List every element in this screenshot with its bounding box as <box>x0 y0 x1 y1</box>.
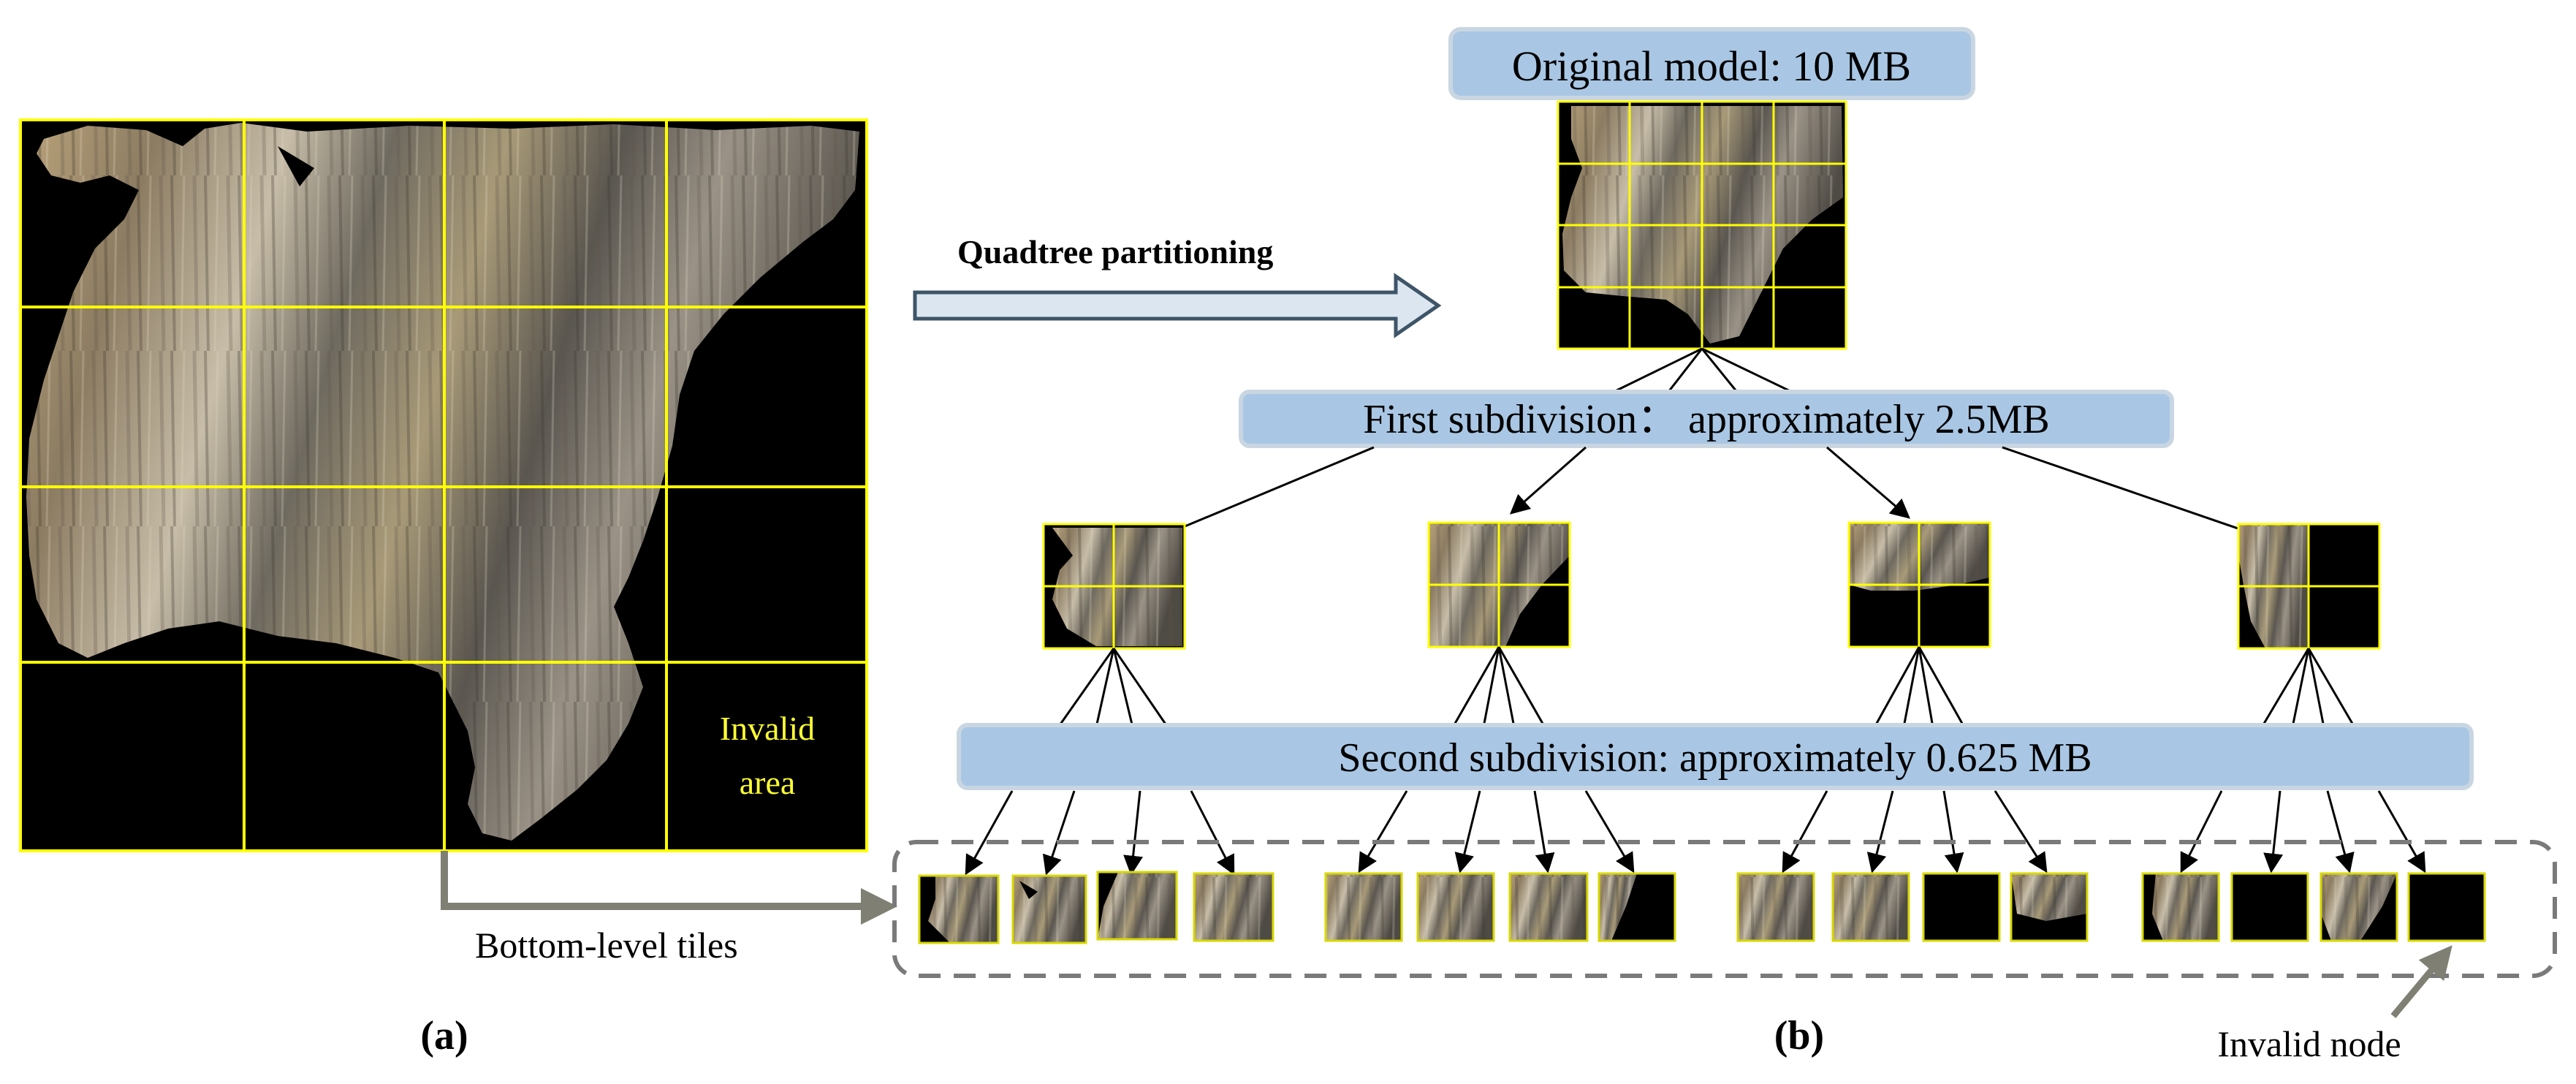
bottom-tile-13 <box>2141 872 2220 942</box>
bottom-tile-3 <box>1096 871 1178 941</box>
quadtree-big-arrow <box>913 273 1442 338</box>
level1-tile-4 <box>2237 523 2381 650</box>
bottom-tile-14 <box>2230 872 2309 942</box>
level2-label-box <box>957 723 2474 790</box>
invalid-node-arrow <box>2390 945 2452 1018</box>
bottom-tile-8 <box>1597 872 1676 942</box>
panel-b-label: (b) <box>1774 1013 1824 1058</box>
invalid-area-label-line2: area <box>740 764 796 801</box>
bottom-tile-9 <box>1736 872 1815 942</box>
bottom-tile-6 <box>1416 872 1495 942</box>
level0-model-tile <box>1557 100 1847 350</box>
bottom-tile-10 <box>1831 872 1910 942</box>
panel-a-model: Invalid area <box>19 118 868 852</box>
bottom-tile-12 <box>2010 872 2089 942</box>
level1-label-box <box>1239 390 2174 448</box>
bottom-tile-16-invalid <box>2407 872 2486 942</box>
bottom-tile-5 <box>1324 872 1403 942</box>
bottom-tiles-dashed-box <box>892 840 2557 978</box>
bottom-tile-15 <box>2319 872 2398 942</box>
bottom-tile-4 <box>1193 872 1274 942</box>
bottom-tiles-connector <box>441 851 897 925</box>
bottom-tile-2 <box>1011 874 1087 944</box>
invalid-area-label-line1: Invalid <box>720 710 815 747</box>
level1-tile-1 <box>1042 523 1186 650</box>
level1-label: First subdivision： approximately 2.5MB <box>1363 397 2050 442</box>
level1-tile-2 <box>1427 521 1571 648</box>
quadtree-partitioning-label: Quadtree partitioning <box>957 233 1273 270</box>
level2-label: Second subdivision: approximately 0.625 … <box>1338 735 2091 781</box>
bottom-level-tiles-label: Bottom-level tiles <box>475 925 738 966</box>
bottom-tile-11 <box>1922 872 2001 942</box>
bottom-tile-1 <box>918 874 1000 944</box>
level0-label-box <box>1448 27 1975 100</box>
invalid-node-label: Invalid node <box>2217 1023 2401 1064</box>
level0-label: Original model: 10 MB <box>1512 42 1911 90</box>
bottom-tile-7 <box>1508 872 1589 942</box>
level1-tile-3 <box>1847 521 1991 648</box>
panel-a-label: (a) <box>420 1013 468 1058</box>
